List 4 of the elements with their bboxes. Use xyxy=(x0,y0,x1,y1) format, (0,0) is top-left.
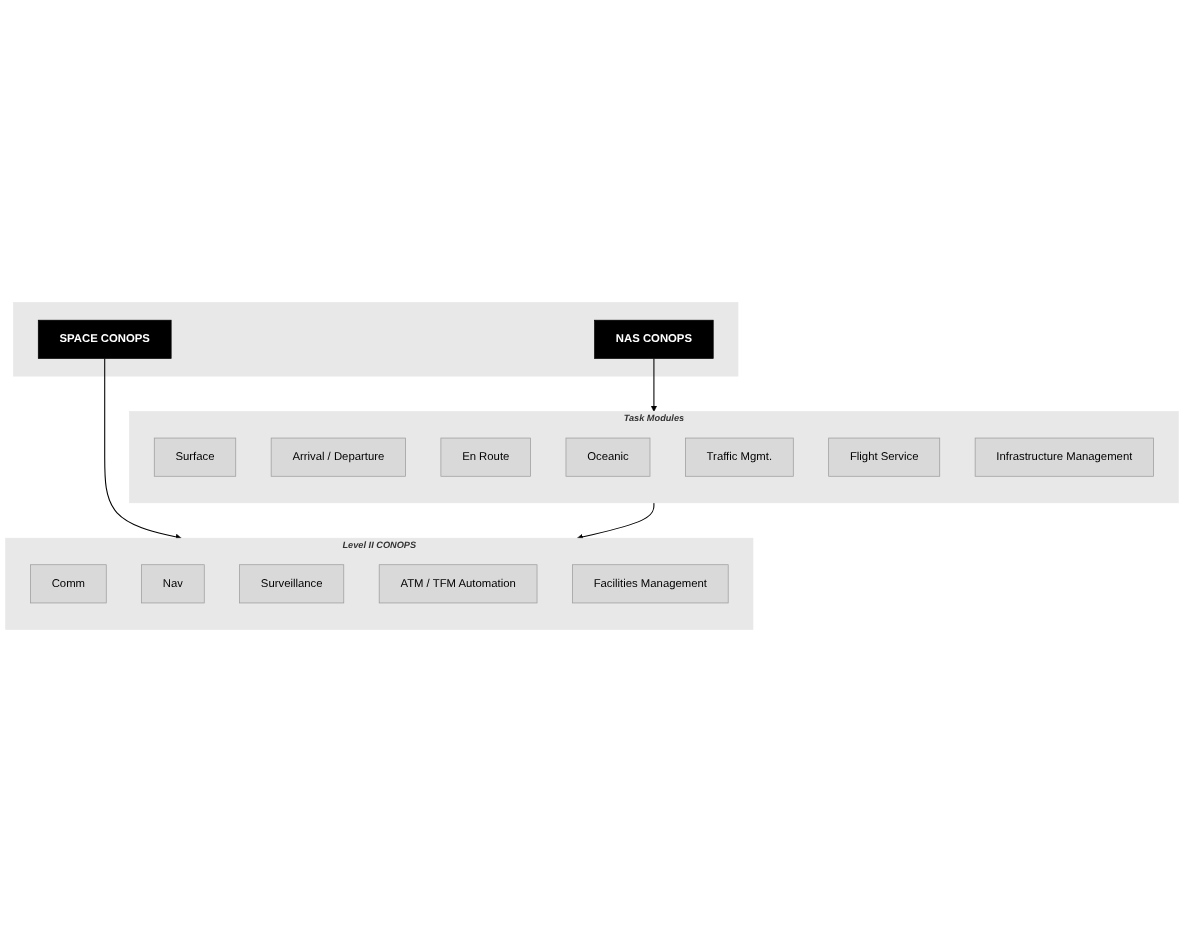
arrow xyxy=(576,502,655,540)
arrow xyxy=(104,357,182,540)
cluster xyxy=(13,302,739,377)
arrow xyxy=(650,357,658,412)
